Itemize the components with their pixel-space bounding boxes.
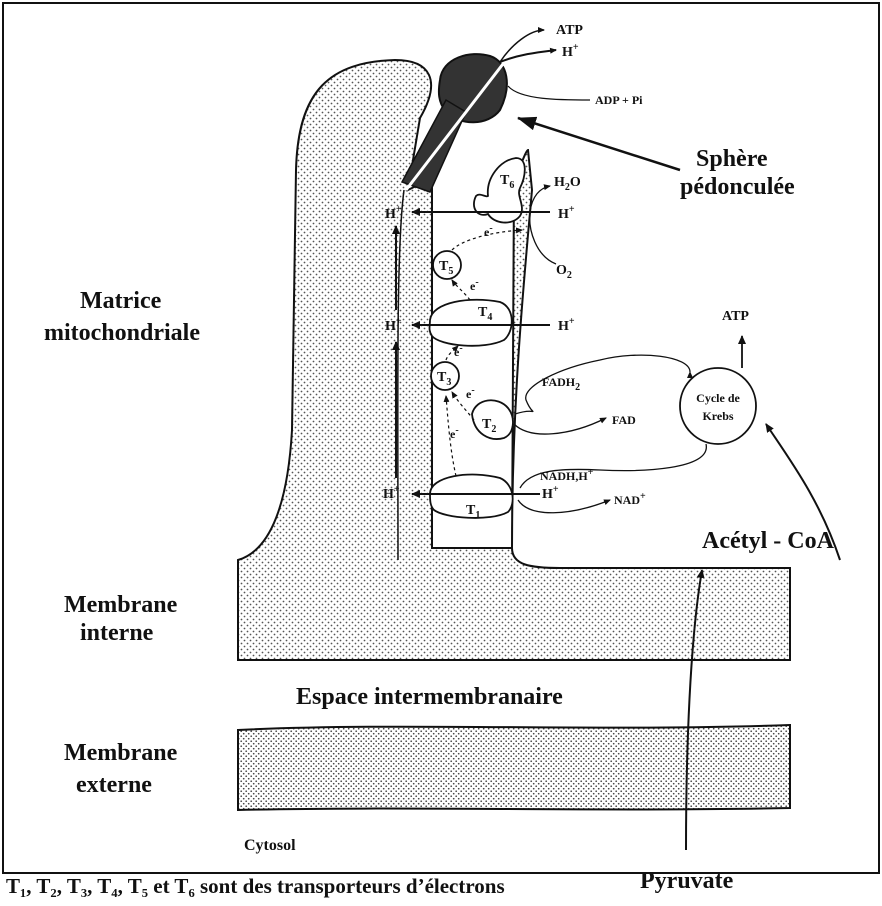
label-cycle-1: Cycle de: [696, 391, 740, 405]
label-cycle-2: Krebs: [702, 409, 733, 423]
label-atp-top: ATP: [556, 23, 583, 38]
label-pyruvate: Pyruvate: [640, 868, 734, 894]
label-membrane-interne-2: interne: [80, 620, 154, 646]
label-fadh2: FADH2: [542, 375, 580, 393]
label-membrane-externe-1: Membrane: [64, 740, 178, 766]
label-atp-krebs: ATP: [722, 309, 749, 324]
label-e-2: e-: [470, 277, 479, 293]
label-h-top: H+: [562, 42, 579, 60]
label-espace: Espace intermembranaire: [296, 684, 563, 710]
label-e-3: e-: [454, 343, 463, 359]
label-e-5: e-: [450, 425, 459, 441]
transporter-t4: [430, 300, 512, 346]
label-nad: NAD+: [614, 491, 646, 507]
label-h2o: H2O: [554, 175, 581, 193]
label-matrice-2: mitochondriale: [44, 320, 200, 346]
label-sphere-2: pédonculée: [680, 174, 795, 200]
label-fad: FAD: [612, 413, 636, 427]
label-acetyl-coa: Acétyl - CoA: [702, 528, 835, 554]
label-adp-pi: ADP + Pi: [595, 93, 643, 107]
label-cytosol: Cytosol: [244, 837, 296, 854]
label-membrane-interne-1: Membrane: [64, 592, 178, 618]
label-membrane-externe-2: externe: [76, 772, 152, 798]
label-nadh: NADH,H+: [540, 467, 594, 483]
outer-membrane: [238, 725, 790, 810]
footnote: T₁, T₂, T₃, T₄, T₅ et T₆ sont des transp…: [6, 874, 505, 899]
label-hplus-4: H+: [558, 316, 575, 334]
krebs-cycle: [680, 368, 756, 444]
label-matrice-1: Matrice: [80, 288, 162, 314]
label-hplus-2: H+: [558, 204, 575, 222]
label-e-1: e-: [484, 223, 493, 239]
label-e-4: e-: [466, 385, 475, 401]
label-sphere-1: Sphère: [696, 146, 768, 172]
label-o2: O2: [556, 263, 572, 281]
label-hplus-6: H+: [542, 484, 559, 502]
